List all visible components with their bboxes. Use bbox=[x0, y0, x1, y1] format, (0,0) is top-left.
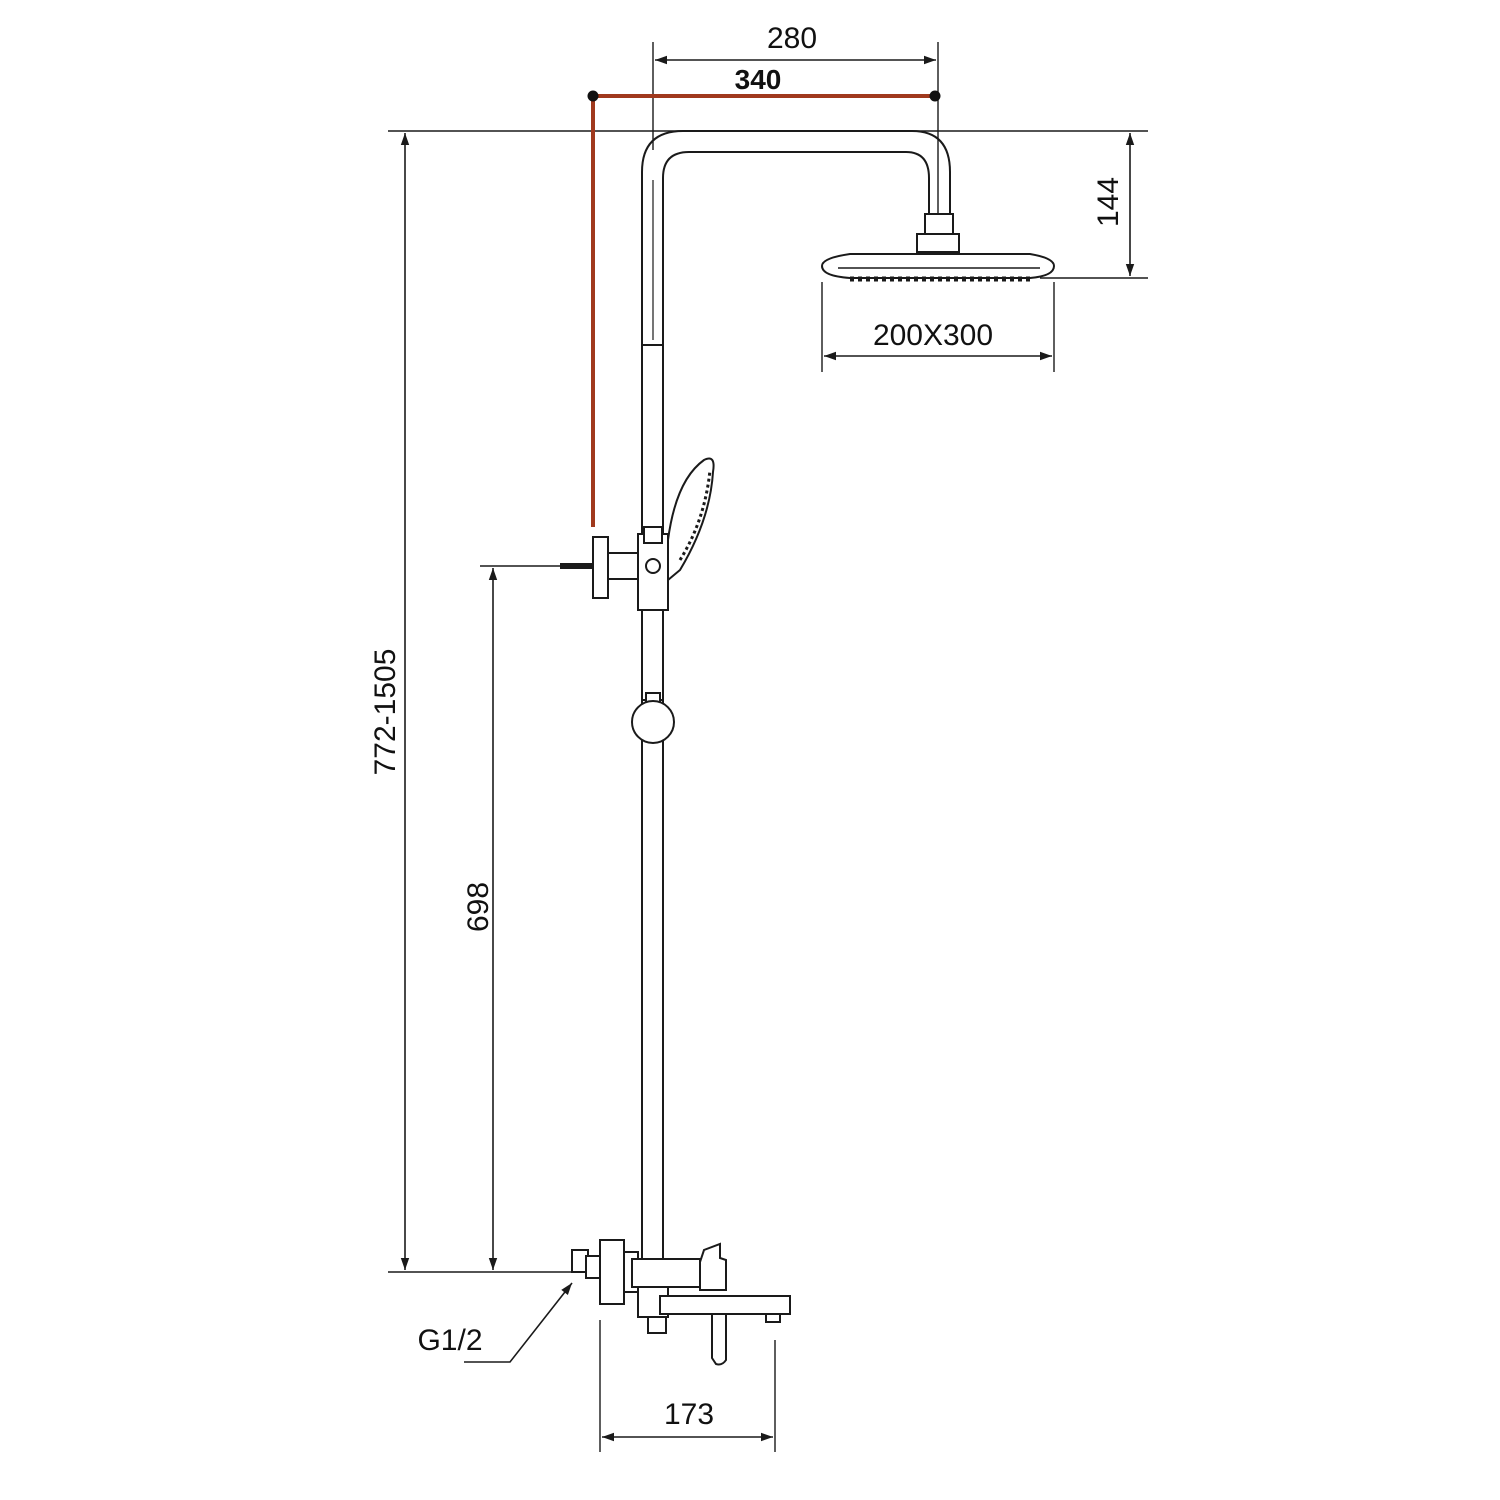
mixer-body bbox=[571, 1239, 791, 1366]
dimension-labels: 280 340 144 200X300 772-1505 698 G1/2 17… bbox=[369, 22, 1125, 1431]
overhead-shower-head bbox=[820, 213, 1056, 282]
extension-lines bbox=[388, 42, 1148, 1452]
spout bbox=[659, 1295, 791, 1315]
dim-spout-reach: 173 bbox=[664, 1398, 714, 1431]
dimension-lines bbox=[400, 55, 1135, 1442]
dim-holder-height: 698 bbox=[462, 882, 495, 932]
hand-shower-holder bbox=[560, 457, 715, 611]
shower-column bbox=[560, 130, 1056, 1366]
arm-reach-highlight bbox=[587, 90, 941, 527]
riser-pipe bbox=[641, 344, 664, 1261]
shower-arm bbox=[641, 130, 951, 345]
dim-top-width: 280 bbox=[767, 22, 817, 55]
dim-inlet-thread: G1/2 bbox=[417, 1324, 482, 1357]
slider-knob bbox=[631, 609, 675, 744]
dim-leader-inlet bbox=[464, 1282, 573, 1363]
dim-head-drop: 144 bbox=[1092, 177, 1125, 227]
dim-head-size: 200X300 bbox=[873, 319, 993, 352]
dim-arm-reach: 340 bbox=[735, 64, 782, 95]
hand-shower bbox=[667, 457, 715, 583]
dim-total-height: 772-1505 bbox=[369, 649, 402, 776]
